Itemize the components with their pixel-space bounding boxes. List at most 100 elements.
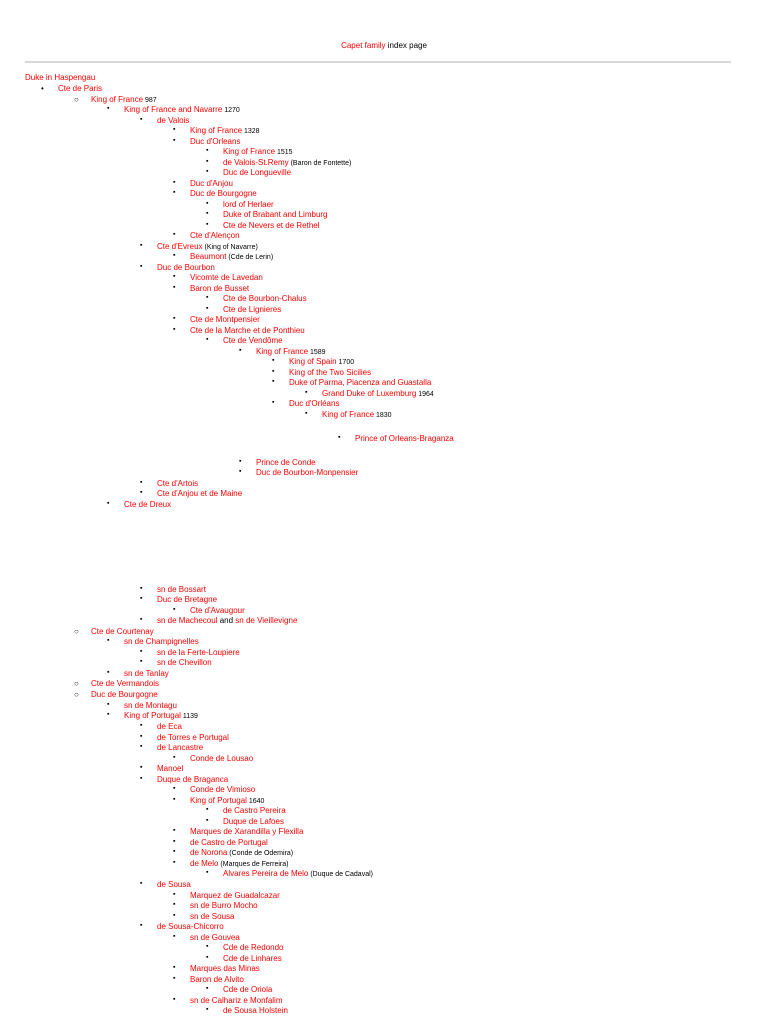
- tree-item: Manoel: [157, 764, 183, 774]
- tree-item: sn de Gouvea: [190, 933, 240, 943]
- tree-item-link[interactable]: King of Spain: [289, 357, 337, 366]
- tree-item-link[interactable]: Cde de Oriola: [223, 985, 273, 994]
- tree-item-link[interactable]: de Norona: [190, 848, 228, 857]
- tree-item-link[interactable]: de Lancastre: [157, 743, 204, 752]
- tree-item-link[interactable]: Cte de Courtenay: [91, 627, 154, 636]
- tree-item-link[interactable]: Conde de Vimioso: [190, 785, 256, 794]
- tree-item-link[interactable]: sn de la Ferte-Loupiere: [157, 648, 240, 657]
- tree-item-link[interactable]: sn de Chevillon: [157, 658, 212, 667]
- tree-item-link[interactable]: de Sousa Holstein: [223, 1006, 288, 1015]
- tree-item-link[interactable]: Cte d'Artois: [157, 479, 199, 488]
- tree-item-link[interactable]: de Melo: [190, 859, 219, 868]
- tree-item-link[interactable]: Duke of Brabant and Limburg: [223, 210, 328, 219]
- tree-item-link[interactable]: Duc d'Anjou: [190, 179, 233, 188]
- tree-item-link[interactable]: sn de Tanlay: [124, 669, 169, 678]
- tree-item-link[interactable]: de Castro Pereira: [223, 806, 286, 815]
- tree-item-link[interactable]: Prince of Orleans-Braganza: [355, 434, 454, 443]
- tree-item-link[interactable]: King of France: [190, 126, 243, 135]
- tree-item-link[interactable]: sn de Bossart: [157, 585, 206, 594]
- tree-item-link[interactable]: King of France: [91, 95, 144, 104]
- tree-item-link[interactable]: Prince de Conde: [256, 458, 316, 467]
- tree-item-link[interactable]: Cte d'Anjou et de Maine: [157, 489, 243, 498]
- tree-item-link[interactable]: Duc d'Orléans: [289, 399, 340, 408]
- tree-item-link[interactable]: Cte de la Marche et de Ponthieu: [190, 326, 305, 335]
- tree-item-link[interactable]: Cte de Vendôme: [223, 336, 283, 345]
- tree-item-link[interactable]: Duc de Longueville: [223, 168, 292, 177]
- tree-item-link[interactable]: Duke in Haspengau: [25, 73, 96, 82]
- tree-item: Cte d'Evreux (King of Navarre): [157, 242, 258, 252]
- tree-item-link[interactable]: Cte de Paris: [58, 84, 103, 93]
- tree-item-link[interactable]: lord of Herlaer: [223, 200, 274, 209]
- tree-item-link[interactable]: sn de Champignelles: [124, 637, 199, 646]
- tree-item-link[interactable]: de Eca: [157, 722, 182, 731]
- tree-item-link[interactable]: Marques de Xarandilla y Flexilla: [190, 827, 304, 836]
- tree-item-link[interactable]: Duc de Bourgogne: [91, 690, 158, 699]
- tree-item-link[interactable]: Duc de Bourbon: [157, 263, 215, 272]
- tree-item-link[interactable]: Beaumont: [190, 252, 227, 261]
- tree-item-link[interactable]: Duque de Braganca: [157, 775, 229, 784]
- tree-item-link[interactable]: Duc de Bretagne: [157, 595, 218, 604]
- tree-item-link[interactable]: de Castro de Portugal: [190, 838, 268, 847]
- tree-item: Cte de Dreux: [124, 500, 171, 510]
- tree-item-link[interactable]: Cte de Bourbon-Chalus: [223, 294, 307, 303]
- square-bullet-icon: ▪: [173, 827, 176, 834]
- tree-item-link[interactable]: Cte d'Avaugour: [190, 606, 245, 615]
- tree-item-link[interactable]: Vicomte de Lavedan: [190, 273, 263, 282]
- tree-item-link[interactable]: Cde de Redondo: [223, 943, 284, 952]
- tree-item-link[interactable]: de Valois-St.Remy: [223, 158, 289, 167]
- tree-item: King of France 1515: [223, 147, 293, 157]
- tree-item-link[interactable]: sn de Montagu: [124, 701, 177, 710]
- tree-item: Prince of Orleans-Braganza: [355, 434, 454, 444]
- tree-item-link[interactable]: Conde de Lousao: [190, 754, 254, 763]
- tree-item-link[interactable]: Marquez de Guadalcazar: [190, 891, 280, 900]
- tree-item: Conde de Vimioso: [190, 785, 255, 795]
- tree-item-link[interactable]: Cte de Montpensier: [190, 315, 260, 324]
- tree-item-link[interactable]: Grand Duke of Luxemburg: [322, 389, 417, 398]
- tree-item: Duc de Bretagne: [157, 595, 217, 605]
- tree-item-note: 1515: [275, 149, 293, 156]
- tree-item-link[interactable]: sn de Gouvea: [190, 933, 240, 942]
- tree-item-link[interactable]: Cte de Nevers et de Rethel: [223, 221, 320, 230]
- tree-item-link[interactable]: Baron de Busset: [190, 284, 250, 293]
- tree-item-link[interactable]: Alvares Pereira de Melo: [223, 869, 309, 878]
- tree-item-link[interactable]: Duke of Parma, Piacenza and Guastalla: [289, 378, 432, 387]
- capet-family-link[interactable]: Capet family: [341, 41, 386, 50]
- circle-bullet-icon: ○: [74, 690, 79, 699]
- tree-item-link[interactable]: King of the Two Sicilies: [289, 368, 372, 377]
- tree-item-link[interactable]: de Sousa-Chicorro: [157, 922, 224, 931]
- tree-item-link[interactable]: Marques das Minas: [190, 964, 260, 973]
- tree-item-link[interactable]: King of Portugal: [190, 796, 247, 805]
- tree-item-link[interactable]: Cte de Lignieres: [223, 305, 282, 314]
- square-bullet-icon: ▪: [140, 242, 143, 249]
- tree-item-link[interactable]: de Sousa: [157, 880, 191, 889]
- tree-item-link[interactable]: sn de Calhariz e Monfalim: [190, 996, 283, 1005]
- tree-item-link[interactable]: Duc de Bourbon-Monpensier: [256, 468, 359, 477]
- tree-item: Cte de la Marche et de Ponthieu: [190, 326, 305, 336]
- tree-item-link[interactable]: Cte de Vermandois: [91, 679, 160, 688]
- tree-item-link[interactable]: Duc de Bourgogne: [190, 189, 257, 198]
- tree-item-link[interactable]: King of France: [223, 147, 276, 156]
- tree-item-link[interactable]: Cde de Linhares: [223, 954, 282, 963]
- tree-item: Marquez de Guadalcazar: [190, 891, 280, 901]
- tree-item-link[interactable]: Cte d'Alençon: [190, 231, 240, 240]
- tree-item-link[interactable]: King of Portugal: [124, 711, 181, 720]
- tree-item: de Sousa-Chicorro: [157, 922, 224, 932]
- tree-item-link[interactable]: King of France: [322, 410, 375, 419]
- tree-item: King of France 1328: [190, 126, 260, 136]
- tree-item-link[interactable]: de Valois: [157, 116, 190, 125]
- tree-item-link[interactable]: Duque de Lafoes: [223, 817, 284, 826]
- tree-item-link[interactable]: de Torres e Portugal: [157, 733, 229, 742]
- tree-item-link[interactable]: Baron de Alvito: [190, 975, 244, 984]
- tree-item-link[interactable]: Cte d'Evreux: [157, 242, 203, 251]
- tree-item-link[interactable]: King of France and Navarre: [124, 105, 223, 114]
- tree-item: Cte de Vendôme: [223, 336, 283, 346]
- tree-item-link[interactable]: King of France: [256, 347, 309, 356]
- tree-item-link[interactable]: sn de Sousa: [190, 912, 235, 921]
- tree-item-link[interactable]: Manoel: [157, 764, 184, 773]
- tree-item-link[interactable]: sn de Machecoul: [157, 616, 218, 625]
- square-bullet-icon: ▪: [173, 252, 176, 259]
- tree-item-link[interactable]: sn de Burro Mocho: [190, 901, 258, 910]
- tree-item-link[interactable]: Duc d'Orleans: [190, 137, 241, 146]
- tree-item-link[interactable]: Cte de Dreux: [124, 500, 172, 509]
- tree-item-link[interactable]: sn de Vieillevigne: [235, 616, 298, 625]
